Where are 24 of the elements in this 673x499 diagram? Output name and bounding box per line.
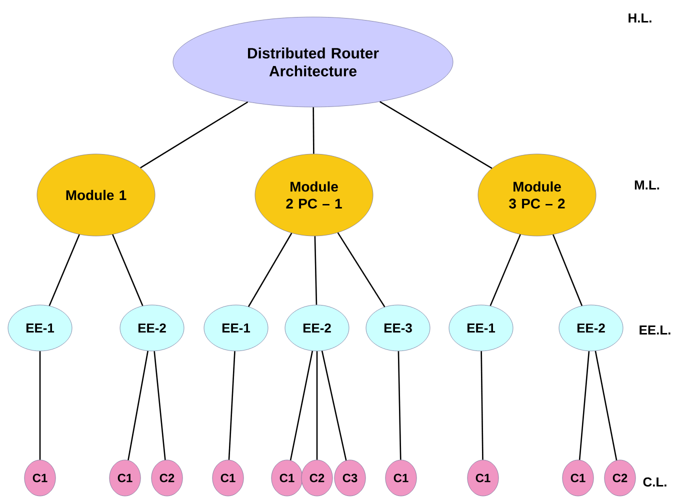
level-label: M.L.: [634, 180, 660, 190]
connector-line: [140, 101, 248, 168]
connector-line: [552, 234, 583, 306]
connector-line: [248, 232, 292, 307]
connector-line: [228, 351, 236, 460]
connector-line: [490, 234, 521, 306]
connector-line: [480, 351, 484, 460]
connector-line: [380, 101, 492, 169]
connector-line: [154, 351, 166, 460]
connector-line: [316, 351, 318, 460]
connector-line: [321, 350, 347, 460]
connector-line: [314, 236, 318, 305]
connector-line: [290, 350, 314, 460]
connector-line: [337, 232, 386, 308]
connector-line: [594, 350, 618, 460]
connector-line: [578, 351, 590, 460]
connector-line: [48, 234, 80, 306]
connector-line: [128, 350, 148, 460]
connector-line: [312, 107, 314, 154]
connector-line: [39, 351, 41, 460]
connector-line: [112, 234, 144, 306]
level-label: EE.L.: [640, 326, 670, 334]
connector-line: [398, 351, 402, 460]
level-label: H.L.: [628, 14, 652, 22]
